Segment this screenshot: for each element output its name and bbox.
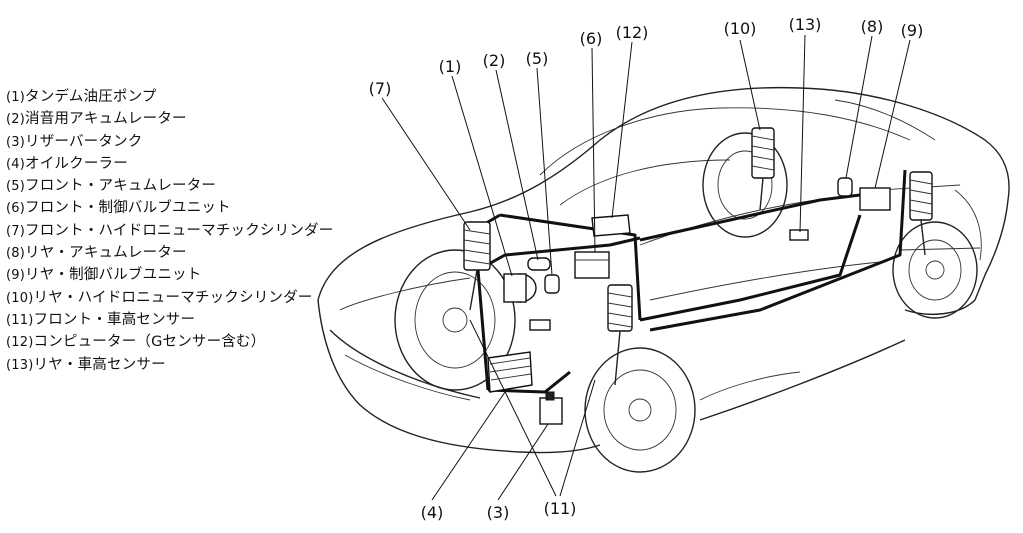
- legend-item: (11)フロント・車高センサー: [6, 311, 196, 328]
- computer-unit: [591, 214, 631, 237]
- callout-12: (12): [615, 23, 649, 42]
- hydraulic-piping: [476, 169, 907, 394]
- legend-item: (10)リヤ・ハイドロニューマチックシリンダー: [6, 289, 313, 306]
- callout-10: (10): [723, 19, 757, 38]
- callout-8: (8): [860, 17, 884, 36]
- callout-5: (5): [525, 49, 549, 68]
- car-body-outline: [317, 86, 1010, 454]
- callout-1: (1): [438, 57, 462, 76]
- rear-valve-unit: [859, 187, 891, 211]
- leader-lines: [381, 34, 911, 501]
- legend-item: (5)フロント・アキュムレーター: [6, 178, 217, 195]
- rear-height-sensor: [789, 229, 809, 241]
- legend-item: (2)消音用アキュムレーター: [6, 111, 187, 128]
- callout-9: (9): [900, 21, 924, 40]
- legend-item: (1)タンデム油圧ポンプ: [6, 89, 157, 105]
- callout-7: (7): [368, 79, 392, 98]
- front-right-wheel: [584, 347, 696, 473]
- reservoir-tank: [539, 391, 563, 425]
- front-height-sensor: [529, 319, 551, 331]
- callout-13: (13): [788, 15, 822, 34]
- silencer-accumulator: [527, 257, 551, 271]
- oil-cooler: [487, 351, 533, 393]
- legend-item: (3)リザーバータンク: [6, 133, 143, 150]
- rear-accumulator: [837, 177, 853, 197]
- callout-4: (4): [420, 503, 444, 522]
- rear-left-strut: [751, 127, 775, 211]
- callout-6: (6): [579, 29, 603, 48]
- front-accumulator: [544, 274, 560, 294]
- callout-3: (3): [486, 503, 510, 522]
- legend-item: (13)リヤ・車高センサー: [6, 356, 166, 373]
- front-left-strut: [463, 221, 491, 311]
- component-legend: (1)タンデム油圧ポンプ (2)消音用アキュムレーター (3)リザーバータンク …: [6, 86, 346, 376]
- legend-item: (7)フロント・ハイドロニューマチックシリンダー: [6, 222, 334, 239]
- front-left-wheel: [394, 249, 516, 391]
- legend-item: (8)リヤ・アキュムレーター: [6, 245, 187, 262]
- tandem-pump: [503, 273, 537, 303]
- rear-right-wheel: [892, 221, 978, 319]
- callout-11: (11): [543, 499, 577, 518]
- legend-item: (12)コンピューター（Gセンサー含む）: [6, 334, 266, 351]
- legend-item: (9)リヤ・制御バルブユニット: [6, 267, 202, 284]
- callout-2: (2): [482, 51, 506, 70]
- front-valve-unit: [574, 251, 610, 279]
- rear-left-wheel: [702, 132, 788, 238]
- rear-right-strut: [909, 171, 933, 256]
- legend-item: (4)オイルクーラー: [6, 155, 128, 172]
- legend-item: (6)フロント・制御バルブユニット: [6, 200, 231, 217]
- front-right-strut: [607, 284, 633, 386]
